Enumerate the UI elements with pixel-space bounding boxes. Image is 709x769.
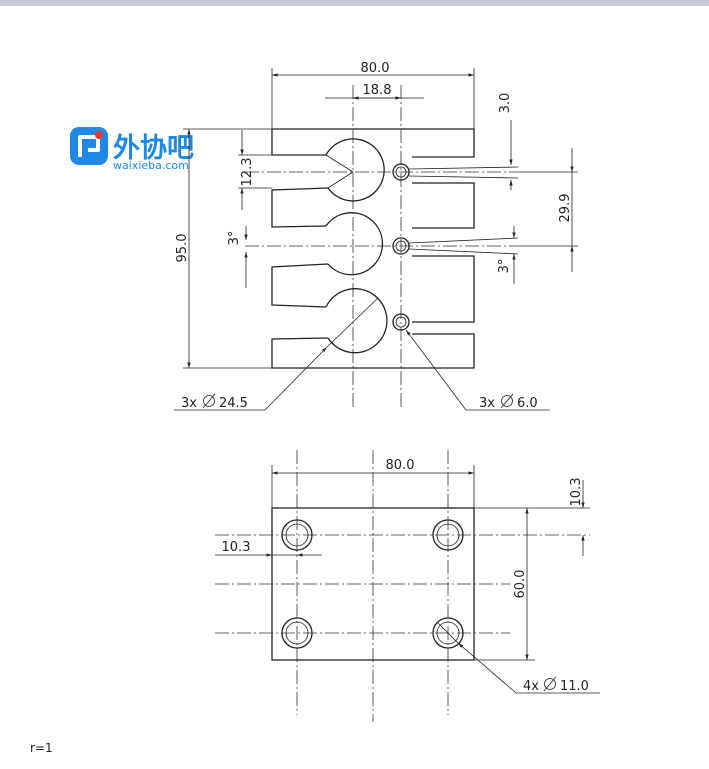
small-hole-3-inner	[395, 316, 407, 328]
watermark-logo: 外协吧 waixieba.com	[70, 127, 194, 172]
dim-angle-left: 3°	[227, 231, 242, 246]
small-hole-2-inner	[395, 240, 407, 252]
bottom-plate-outline	[271, 507, 475, 661]
large-hole-1	[325, 138, 385, 202]
leader-large-hole-ext	[326, 297, 379, 348]
waixieba-logo-icon	[70, 127, 108, 165]
slot-line	[408, 237, 519, 244]
callout-small-diameter: 6.0	[517, 396, 538, 411]
dim-overall-height: 95.0	[175, 234, 190, 263]
dim-edge-offset-left: 10.3	[222, 540, 251, 555]
leader-mount-hole-ext	[437, 622, 459, 644]
top-bar	[0, 0, 709, 6]
large-hole-2	[325, 212, 384, 276]
small-hole-2	[392, 237, 410, 255]
dim-angle-right: 3°	[497, 259, 512, 274]
diameter-icon	[202, 393, 216, 409]
callout-mount-diameter: 11.0	[560, 679, 589, 694]
mount-hole-bottom-left-inner	[285, 621, 309, 645]
diameter-icon	[500, 393, 514, 409]
small-hole-3	[392, 313, 410, 331]
small-hole-1	[392, 163, 410, 181]
dim-hole-offset: 18.8	[363, 83, 392, 98]
hole-1-slot-line-2	[327, 171, 354, 189]
top-view: 80.0 18.8 3.0 12.3 95.0 29.9 3°	[174, 61, 578, 411]
mount-hole-top-right-inner	[436, 523, 460, 547]
leader-small-hole	[405, 329, 467, 411]
slot-line	[408, 248, 519, 255]
logo-domain: waixieba.com	[113, 159, 189, 172]
dim-overall-width: 80.0	[361, 61, 390, 76]
mount-hole-bottom-left	[281, 617, 313, 649]
dim-slot-height: 12.3	[240, 158, 255, 187]
leader-mount-hole	[457, 642, 517, 694]
footer-note: r=1	[30, 741, 53, 755]
dim-bottom-width: 80.0	[386, 458, 415, 473]
mount-hole-top-left-inner	[285, 523, 309, 547]
callout-large-diameter: 24.5	[219, 396, 248, 411]
large-hole-3	[325, 288, 388, 354]
small-hole-1-inner	[395, 166, 407, 178]
logo-name: 外协吧	[113, 133, 194, 164]
logo-dot-icon	[95, 131, 103, 139]
callout-mount-count: 4x	[523, 679, 539, 694]
dim-bottom-height: 60.0	[513, 570, 528, 599]
top-view-outline	[271, 128, 475, 369]
slot-line	[408, 175, 519, 179]
mount-hole-top-right	[432, 519, 464, 551]
diameter-icon	[543, 676, 557, 692]
callout-large-count: 3x	[181, 396, 197, 411]
hole-1-slot-line	[325, 154, 354, 173]
dim-edge-offset-top: 10.3	[569, 478, 584, 507]
dim-slot-width: 3.0	[498, 93, 513, 114]
dim-pitch: 29.9	[558, 194, 573, 223]
leader-large-hole	[264, 346, 328, 411]
slot-line	[408, 166, 519, 170]
mount-hole-top-left	[281, 519, 313, 551]
mount-hole-bottom-right	[432, 617, 464, 649]
bottom-view: 80.0 10.3 60.0 10.3 4x 11.0	[215, 450, 600, 722]
callout-small-count: 3x	[479, 396, 495, 411]
mount-hole-bottom-right-inner	[436, 621, 460, 645]
